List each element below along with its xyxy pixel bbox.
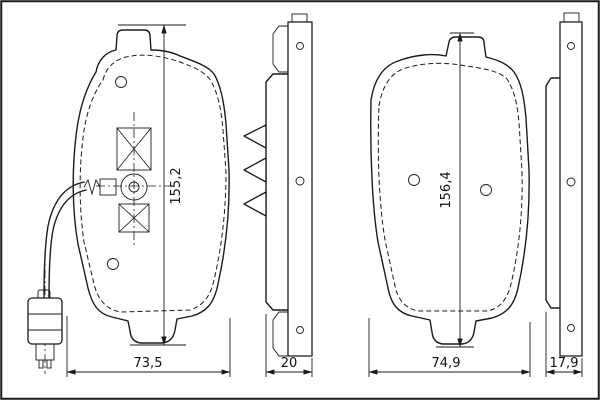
pad-right-friction-outline (377, 62, 523, 312)
connector-pin-right (46, 359, 52, 369)
friction-material (545, 77, 561, 309)
wire-line-outer (43, 181, 85, 299)
dim-pad-right-height: 156,4 (436, 32, 474, 348)
wire-line-inner (48, 189, 87, 299)
pad-front-right-view (370, 36, 530, 345)
pad-left-hole-bottom (107, 258, 119, 270)
pad-left-outline (72, 29, 230, 344)
sensor-eyelet-inner (128, 181, 140, 193)
friction-top-ear (272, 25, 288, 73)
dim-profile-left-thickness: 20 (265, 314, 313, 377)
backplate-top-tab (291, 13, 308, 23)
sensor-eyelet-outer (120, 173, 148, 201)
side-profile-left-view (243, 13, 313, 357)
wear-sensor-wire (43, 181, 87, 374)
dim-label-profile-left-thickness: 20 (281, 356, 298, 371)
spring-tab-2 (243, 157, 267, 183)
dim-label-pad-left-width: 73,5 (134, 356, 163, 371)
sensor-terminal (99, 178, 117, 196)
sensor-window-lower-hatch (118, 203, 150, 233)
pad-front-left-view (72, 29, 230, 344)
plate-hole-bottom (296, 326, 304, 334)
backplate-top-tab (563, 12, 580, 23)
dim-pad-left-height: 155,2 (118, 24, 186, 346)
dim-pad-left-width: 73,5 (66, 316, 231, 377)
pad-left-hole-top (115, 76, 127, 88)
pad-right-outline (370, 36, 530, 345)
sensor-spring (83, 178, 101, 196)
dim-label-pad-right-height: 156,4 (439, 171, 454, 208)
connector-body-lower (35, 343, 55, 361)
plate-hole-top (567, 42, 575, 50)
spring-tab-3 (243, 191, 267, 217)
pad-left-friction-outline (79, 54, 227, 313)
dim-label-pad-left-height: 155,2 (169, 167, 184, 204)
backplate (559, 21, 583, 357)
dim-label-profile-right-thickness: 17,9 (550, 356, 579, 371)
dim-label-pad-right-width: 74,9 (432, 356, 461, 371)
pad-right-hole-left (408, 174, 420, 186)
backplate (287, 21, 313, 357)
sensor-window-lower (118, 203, 150, 233)
sensor-connector (27, 289, 63, 369)
dim-pad-right-width: 74,9 (368, 318, 531, 377)
connector-housing-lines (28, 313, 62, 331)
friction-bottom-ear (272, 311, 288, 357)
plate-hole-bottom (567, 324, 575, 332)
plate-hole-middle (295, 176, 305, 186)
sensor-mount-detail (83, 112, 176, 246)
connector-housing (27, 297, 63, 345)
plate-hole-top (296, 42, 304, 50)
sensor-window-upper-hatch (116, 127, 152, 171)
friction-material (265, 73, 289, 311)
spring-tab-1 (243, 124, 267, 149)
pad-right-hole-right (480, 184, 492, 196)
side-profile-right-view (545, 12, 583, 357)
plate-hole-middle (566, 177, 576, 187)
sensor-window-upper (116, 127, 152, 171)
connector-pin-left (38, 359, 44, 369)
dim-profile-right-thickness: 17,9 (545, 312, 583, 377)
